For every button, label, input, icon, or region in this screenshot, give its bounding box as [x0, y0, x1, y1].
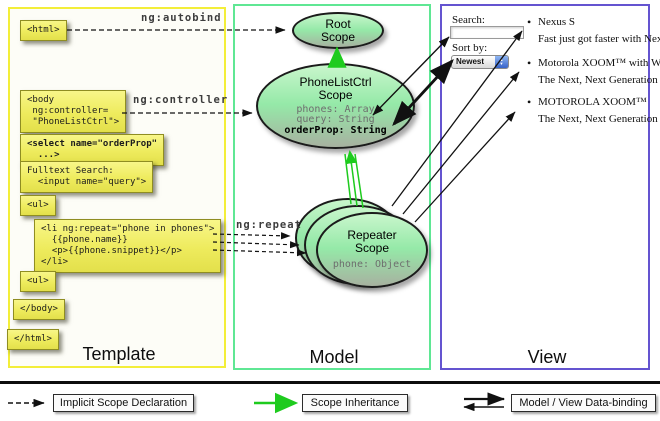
model-column-label: Model [309, 347, 359, 367]
phone-item-desc: The Next, Next Generation tablet. [538, 74, 660, 86]
fulltext-search-box: Fulltext Search: <input name="query"> [20, 161, 154, 193]
phone-item-desc: The Next, Next Generation tablet. [538, 113, 660, 125]
select-stepper-icon: ▲▼ [495, 56, 508, 68]
phonelistctrl-scope-ellipse: PhoneListCtrl Scope phones: Array query:… [256, 63, 415, 149]
legend-separator-line [0, 381, 660, 384]
body-controller-box: <body ng:controller= "PhoneListCtrl"> [20, 90, 127, 133]
template-column-label: Template [82, 344, 156, 364]
phone-item-title: MOTOROLA XOOM™ [527, 95, 647, 110]
search-label: Search: [452, 14, 485, 26]
html-open-tag-box: <html> [20, 20, 67, 41]
repeater-scope-title: Repeater Scope [347, 228, 397, 256]
sort-by-label: Sort by: [452, 42, 488, 54]
phone-object-prop: phone: Object [332, 259, 412, 271]
html-close-tag-box: </html> [7, 329, 59, 350]
legend-double-arrow [463, 392, 506, 412]
phone-item-desc: Fast just got faster with Nexus S. [538, 33, 660, 45]
ul-close-tag-box: <ul> [20, 271, 56, 292]
phone-item-title: Motorola XOOM™ with Wi-Fi [527, 56, 660, 71]
phone-item-title: Nexus S [527, 15, 575, 30]
phonelistctrl-scope-title: PhoneListCtrl Scope [299, 74, 372, 102]
repeater-scope-ellipse: Repeater Scope phone: Object [316, 212, 428, 288]
search-input[interactable] [450, 26, 524, 39]
root-scope-ellipse: Root Scope [292, 12, 384, 49]
sort-select-value: Newest [456, 57, 485, 66]
select-orderprop-box: <select name="orderProp" ...> [20, 134, 165, 166]
root-scope-title: Root Scope [320, 16, 356, 44]
orderprop-string-prop: orderProp: String [284, 124, 387, 136]
view-column-label: View [527, 347, 567, 367]
body-close-tag-box: </body> [13, 299, 65, 320]
query-string-prop: query: String [296, 114, 375, 126]
ul-open-tag-box: <ul> [20, 195, 56, 216]
ng-repeat-label: ng:repeat [236, 219, 302, 231]
legend-implicit-scope-declaration: Implicit Scope Declaration [53, 394, 194, 412]
ng-autobind-label: ng:autobind [141, 12, 222, 24]
legend-model-view-databinding: Model / View Data-binding [511, 394, 656, 412]
model-column [233, 4, 431, 370]
li-ngrepeat-box: <li ng:repeat="phone in phones"> {{phone… [34, 219, 222, 273]
sort-select[interactable]: Newest ▲▼ [451, 55, 509, 69]
ng-controller-label: ng:controller [133, 94, 229, 106]
legend-scope-inheritance: Scope Inheritance [302, 394, 408, 412]
phones-array-prop: phones: Array [296, 103, 375, 115]
